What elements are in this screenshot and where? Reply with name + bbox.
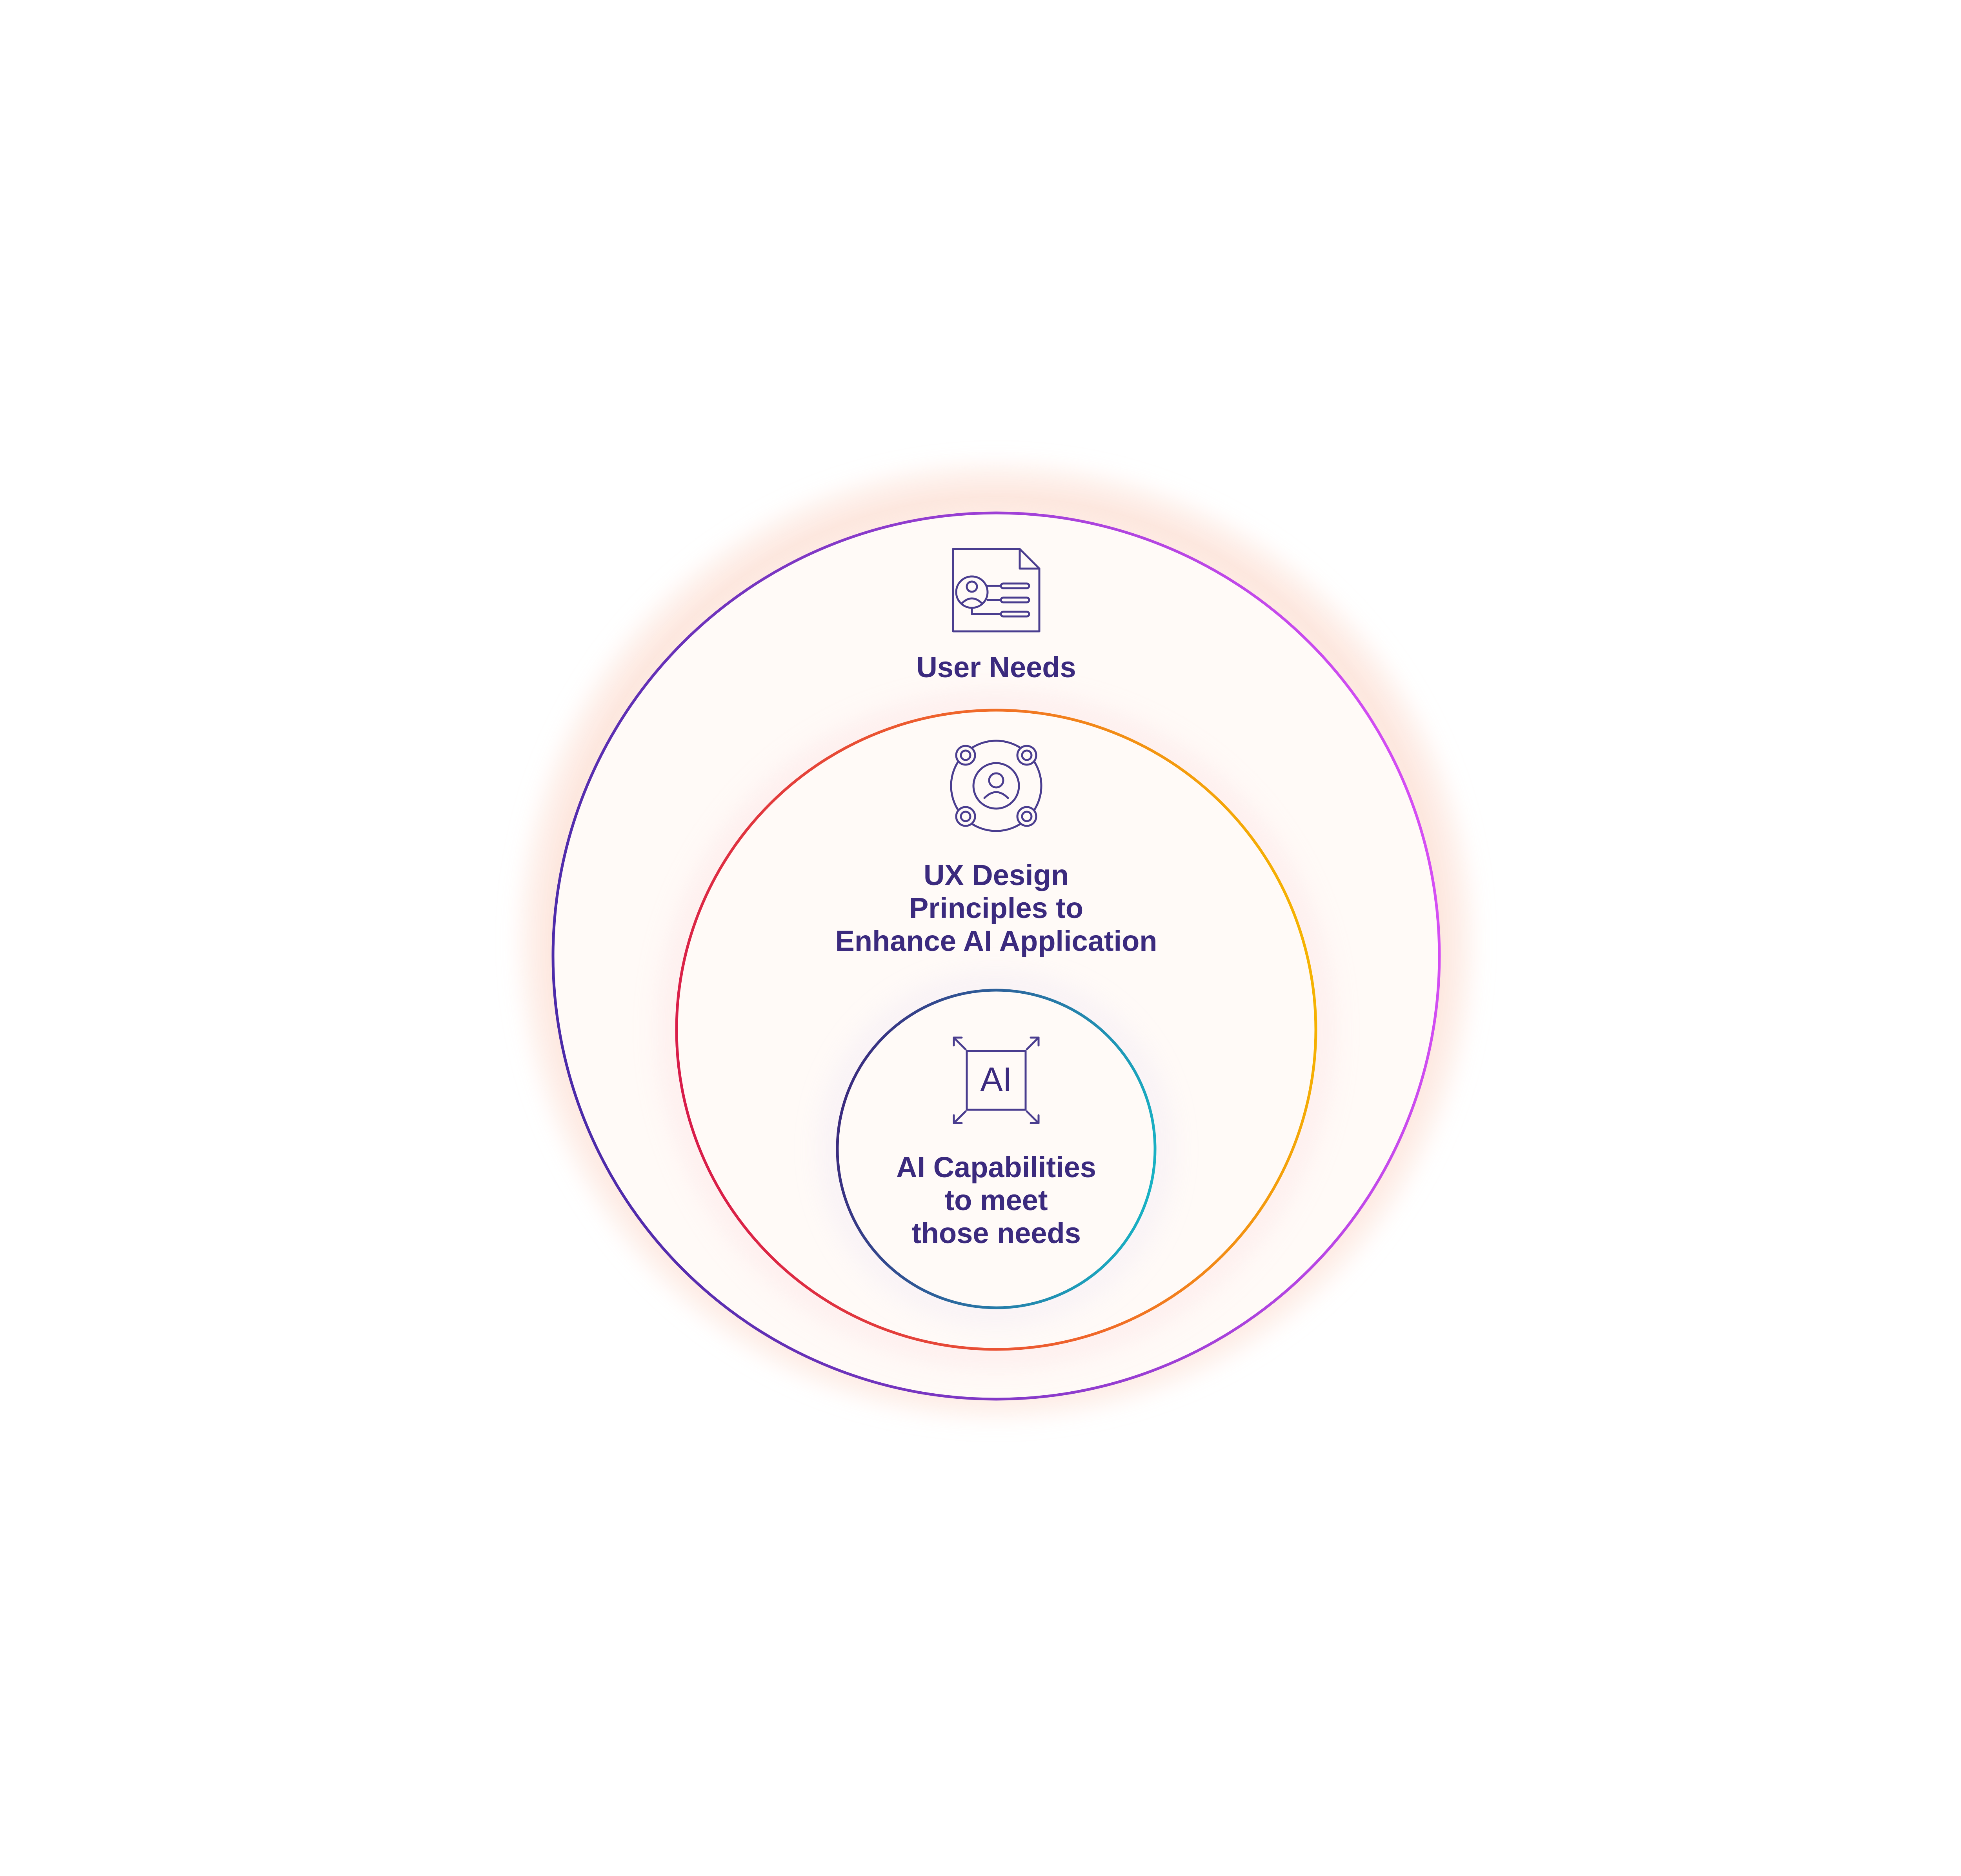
middle-ring-glow [667, 700, 1326, 1359]
user-network-icon [950, 740, 1042, 832]
ai-chip-icon [953, 1036, 1040, 1124]
inner-label-line-1: AI Capabilities [896, 1151, 1096, 1183]
outer-label: User Needs [916, 651, 1076, 684]
user-profile-document-icon [952, 548, 1041, 633]
ai-chip-icon-text: AI [980, 1061, 1012, 1098]
inner-label-line-2: to meet [944, 1184, 1048, 1216]
middle-label-line-1: UX Design [923, 859, 1069, 891]
middle-label-line-2: Principles to [909, 892, 1084, 924]
inner-ring-glow [828, 981, 1164, 1317]
inner-label-line-3: those needs [911, 1217, 1081, 1249]
middle-label: UX Design Principles to Enhance AI Appli… [835, 859, 1157, 958]
middle-label-line-3: Enhance AI Application [835, 925, 1157, 957]
inner-label: AI Capabilities to meet those needs [896, 1151, 1096, 1250]
inner-ring [836, 989, 1157, 1309]
outer-label-text: User Needs [916, 651, 1076, 684]
